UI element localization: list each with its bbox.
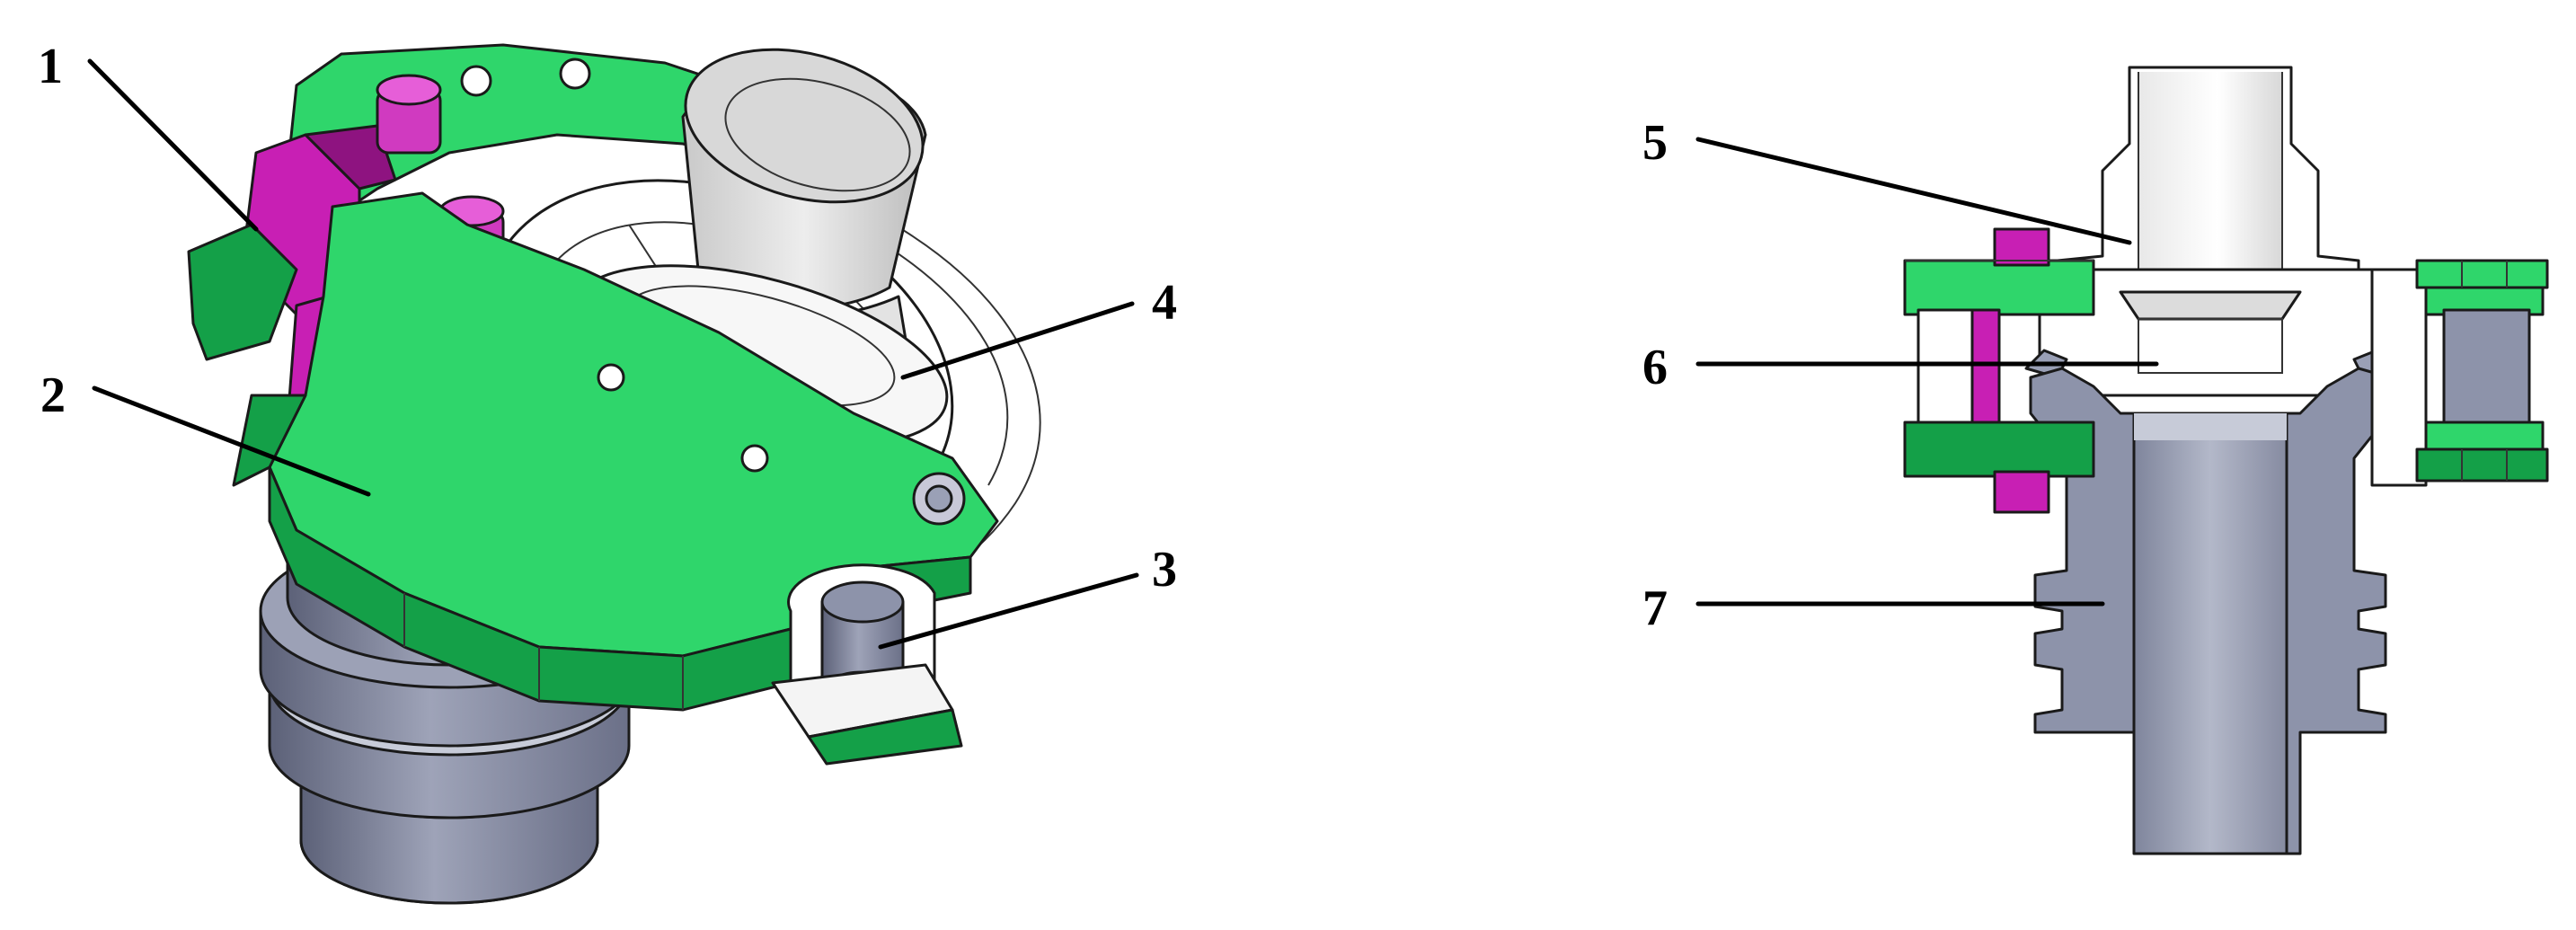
callout-labels: 1 2 3 4 5 6 7 — [38, 39, 1668, 636]
leader-5 — [1695, 137, 2132, 245]
callout-1: 1 — [38, 39, 63, 94]
right-flange-section — [2370, 259, 2549, 487]
callout-7: 7 — [1642, 580, 1668, 636]
callout-3: 3 — [1152, 542, 1177, 598]
leader-lines — [87, 58, 2159, 650]
leader-4 — [900, 301, 1135, 380]
callout-2: 2 — [40, 368, 66, 423]
upper-tube-part-5 — [2056, 66, 2360, 288]
callout-6: 6 — [1642, 340, 1668, 395]
leader-1 — [87, 58, 259, 232]
section-view — [1903, 66, 2549, 855]
callout-4: 4 — [1152, 275, 1177, 331]
callout-5: 5 — [1642, 115, 1668, 171]
leader-2 — [92, 385, 371, 497]
leader-3 — [878, 572, 1139, 650]
steel-roller — [771, 563, 963, 766]
isometric-view — [187, 43, 1041, 905]
lower-body-part-7 — [2029, 367, 2392, 855]
left-flange-section — [1903, 227, 2095, 514]
